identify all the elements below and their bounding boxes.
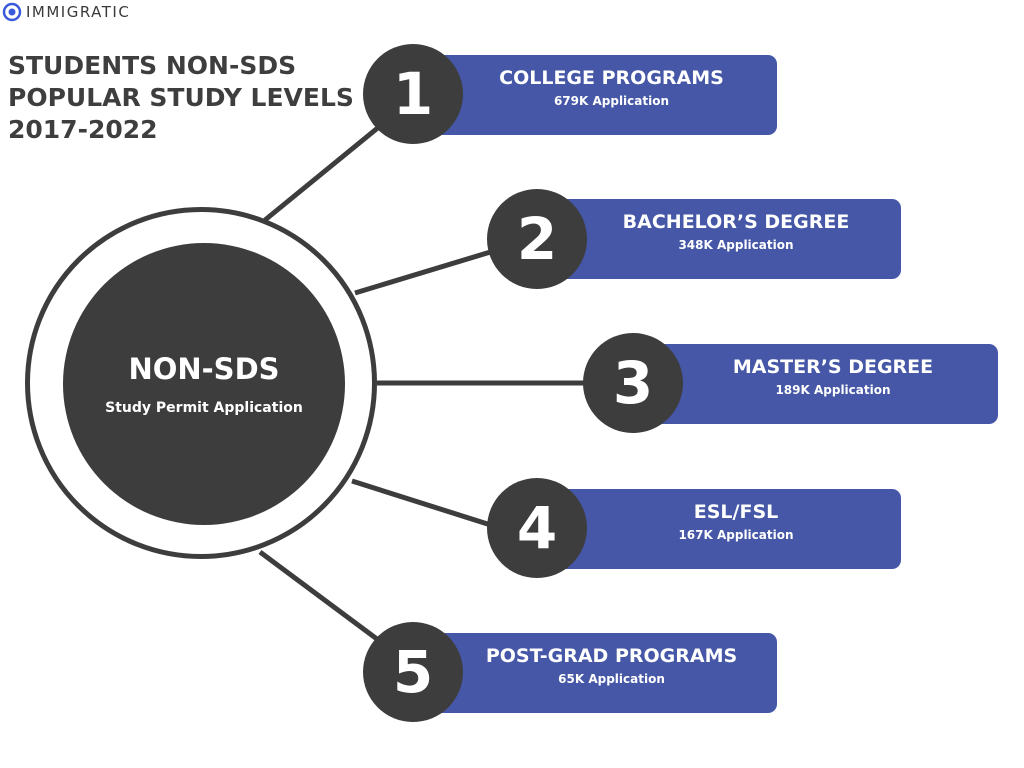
level-label: BACHELOR’S DEGREE [622,211,850,233]
level-value: 679K Application [553,94,670,108]
level-card-5: POST-GRAD PROGRAMS 65K Application [410,633,777,713]
title-line-3: 2017-2022 [8,115,158,144]
brand-name: IMMIGRATIC [26,3,131,21]
connector-1 [263,120,387,222]
level-card-4: ESL/FSL 167K Application [535,489,901,569]
level-label: POST-GRAD PROGRAMS [485,645,738,667]
level-number-4: 4 [487,478,587,578]
level-value: 189K Application [775,383,891,397]
hub-circle: NON-SDS Study Permit Application [63,243,345,525]
level-number-2: 2 [487,189,587,289]
hub-subtitle: Study Permit Application [105,400,303,416]
hub-title: NON-SDS [128,352,280,386]
level-label: ESL/FSL [693,501,779,523]
level-label: COLLEGE PROGRAMS [499,67,724,89]
level-number-3: 3 [583,333,683,433]
connector-4 [351,478,498,530]
level-number-5: 5 [363,622,463,722]
connector-2 [354,247,498,296]
title-line-2: POPULAR STUDY LEVELS [8,83,354,112]
level-label: MASTER’S DEGREE [732,356,934,378]
level-number-1: 1 [363,44,463,144]
title-line-1: STUDENTS NON-SDS [8,51,297,80]
level-value: 348K Application [678,238,794,252]
level-value: 167K Application [678,528,794,542]
page-title: STUDENTS NON-SDS POPULAR STUDY LEVELS 20… [8,50,368,146]
level-card-2: BACHELOR’S DEGREE 348K Application [535,199,901,279]
level-value: 65K Application [558,672,665,686]
brand-logo: IMMIGRATIC [2,0,130,24]
level-card-3: MASTER’S DEGREE 189K Application [632,344,998,424]
brand-mark-icon [2,2,22,22]
connector-5 [258,549,387,648]
level-card-1: COLLEGE PROGRAMS 679K Application [410,55,777,135]
